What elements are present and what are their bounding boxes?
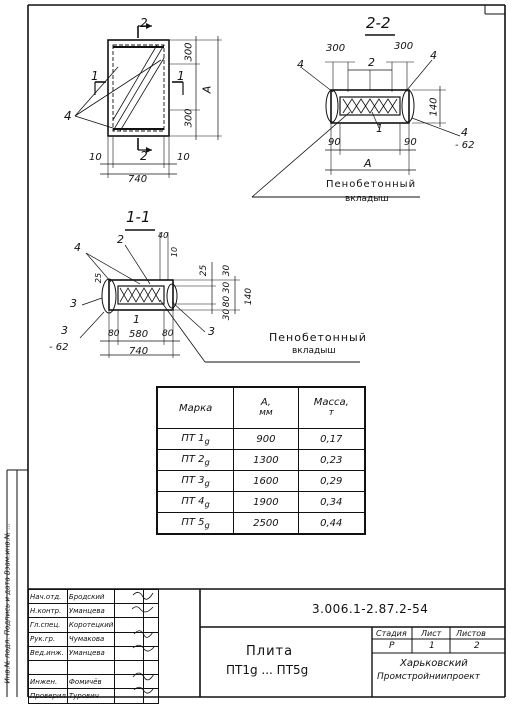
s22-callout-side: 4 xyxy=(461,126,468,139)
document-code: 3.006.1-2.87.2-54 xyxy=(312,602,429,616)
sheet-title: Плита xyxy=(246,644,294,659)
s11-callout-3-left: 3 xyxy=(70,297,77,310)
header-length: А, мм xyxy=(233,386,299,429)
org-line1: Харьковский xyxy=(400,658,468,669)
plan-cut-mark-right: 1 xyxy=(177,69,185,83)
sheets-value: 2 xyxy=(474,641,480,651)
s22-callout-left: 4 xyxy=(297,58,304,71)
s11-callout-2: 2 xyxy=(117,233,124,246)
s11-callout-1: 1 xyxy=(133,313,140,326)
s22-note-line1: Пенобетонный xyxy=(326,179,417,190)
header-length-unit: мм xyxy=(259,408,273,418)
signature-row: Рук.гр.Чумакова xyxy=(28,631,160,647)
s22-callout-mid: 1 xyxy=(376,122,383,135)
s11-dim-580: 580 xyxy=(129,329,149,340)
s11-elevation-mark: 3 xyxy=(61,324,68,337)
s11-callout-3-right: 3 xyxy=(208,325,215,338)
s22-dim-length: A xyxy=(364,157,372,170)
header-mass: Масса, т xyxy=(297,386,366,429)
s11-dim-80-right: 80 xyxy=(162,329,174,339)
spec-table-header: Марка А, мм Масса, т xyxy=(156,386,366,429)
plan-dim-left-edge: 10 xyxy=(89,152,102,163)
plan-cut-mark-left: 1 xyxy=(91,69,99,83)
plan-callout-4: 4 xyxy=(64,109,72,123)
row-length: 2500 xyxy=(233,512,299,535)
org-line2: Промстройниипроект xyxy=(377,672,480,682)
s11-dim-80-left: 80 xyxy=(108,329,120,339)
table-row: ПТ 4g 1900 0,34 xyxy=(156,491,366,513)
sheet-value: 1 xyxy=(429,641,435,651)
header-mark: Марка xyxy=(156,386,235,429)
sheet-marks: ПТ1g ... ПТ5g xyxy=(226,663,309,677)
s22-elevation: - 62 xyxy=(455,140,475,151)
s22-dim-left: 300 xyxy=(326,43,346,54)
sheet-label: Лист xyxy=(421,629,442,638)
row-mass: 0,34 xyxy=(297,491,366,513)
section-2-2-title: 2-2 xyxy=(366,14,391,32)
s11-elevation-value: - 62 xyxy=(49,342,69,353)
s22-dim-right: 300 xyxy=(394,41,414,52)
row-length: 1900 xyxy=(233,491,299,513)
signature-table: Нач.отд.Бродский Н.контр.Уманцева Гл.спе… xyxy=(28,588,160,704)
s22-callout-top: 2 xyxy=(368,56,375,69)
sheets-label: Листов xyxy=(456,629,486,638)
s11-note-line1: Пенобетонный xyxy=(269,331,367,344)
header-mass-label: Масса, xyxy=(313,397,349,408)
section-1-1-title: 1-1 xyxy=(126,208,151,226)
signature-row: Вед.инж.Уманцева xyxy=(28,645,160,661)
s22-dim-right-bottom: 90 xyxy=(404,137,417,148)
s11-callout-4: 4 xyxy=(74,241,81,254)
stage-label: Стадия xyxy=(376,629,407,638)
stage-value: Р xyxy=(389,641,395,651)
s11-dim-total: 740 xyxy=(129,346,149,357)
signature-row: Нач.отд.Бродский xyxy=(28,588,160,605)
header-length-label: А, xyxy=(260,397,271,408)
header-mass-unit: т xyxy=(328,408,334,418)
table-row: ПТ 1g 900 0,17 xyxy=(156,428,366,450)
plan-dim-width: 740 xyxy=(128,174,148,185)
plan-section-mark-top: 2 xyxy=(140,16,148,30)
row-mass: 0,44 xyxy=(297,512,366,535)
signature-row xyxy=(28,659,160,676)
spec-table: Марка А, мм Масса, т ПТ 1g 900 0,17 ПТ 2… xyxy=(156,386,366,535)
s11-dim-40: 40 xyxy=(158,231,169,240)
plan-section-mark-bottom: 2 xyxy=(140,149,148,163)
s22-note-line2: вкладыш xyxy=(345,194,389,204)
table-row: ПТ 2g 1300 0,23 xyxy=(156,449,366,471)
s11-note-line2: вкладыш xyxy=(292,346,336,356)
table-row: ПТ 5g 2500 0,44 xyxy=(156,512,366,535)
s22-callout-right: 4 xyxy=(430,49,437,62)
s22-dim-left-bottom: 90 xyxy=(328,137,341,148)
plan-dim-right-edge: 10 xyxy=(177,152,190,163)
